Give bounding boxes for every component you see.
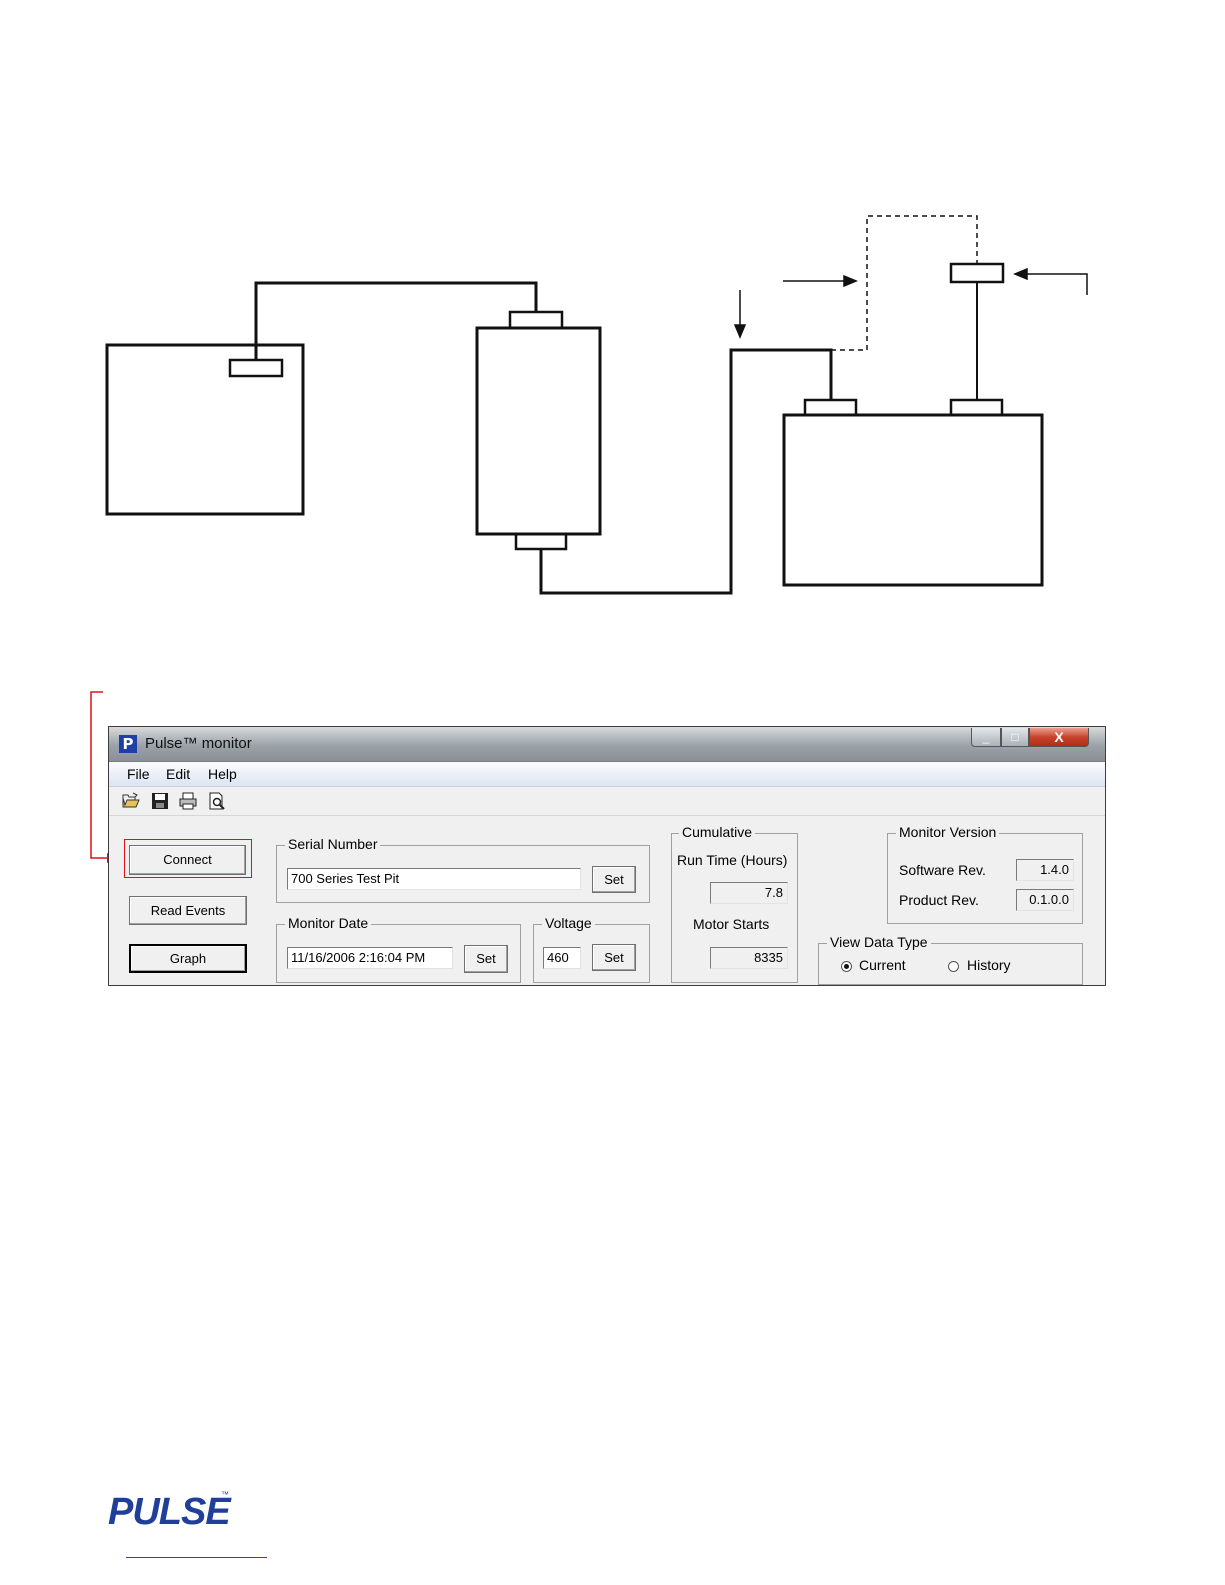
serial-number-group: Serial Number 700 Series Test Pit Set [276, 836, 650, 903]
app-icon: P [119, 735, 137, 753]
radio-history-label[interactable]: History [967, 957, 1011, 973]
view-data-type-group: View Data Type Current History [818, 934, 1083, 985]
pulse-monitor-window: P Pulse™ monitor _ □ X File Edit Help [108, 726, 1106, 986]
connect-button[interactable]: Connect [129, 845, 246, 875]
radio-current[interactable] [841, 961, 852, 972]
voltage-input[interactable]: 460 [543, 947, 581, 969]
monitor-date-group: Monitor Date 11/16/2006 2:16:04 PM Set [276, 915, 521, 983]
radio-current-label[interactable]: Current [859, 957, 906, 973]
menu-file[interactable]: File [127, 766, 150, 782]
cable-left-to-middle [254, 281, 538, 360]
menu-bar: File Edit Help [109, 762, 1105, 787]
device-box-left [105, 343, 305, 516]
cumulative-group: Cumulative Run Time (Hours) 7.8 Motor St… [671, 824, 798, 983]
monitor-date-set-button[interactable]: Set [464, 945, 508, 973]
device-box-right [782, 413, 1044, 587]
view-data-type-legend: View Data Type [827, 934, 931, 950]
svg-text:™: ™ [221, 1490, 229, 1499]
serial-number-set-button[interactable]: Set [592, 866, 636, 893]
software-rev-value: 1.4.0 [1016, 859, 1074, 881]
toolbar [109, 787, 1105, 816]
serial-number-input[interactable]: 700 Series Test Pit [287, 868, 581, 890]
connect-highlight [124, 839, 252, 878]
cable-middle-to-right [539, 348, 833, 595]
run-time-value: 7.8 [710, 882, 788, 904]
radio-history[interactable] [948, 961, 959, 972]
graph-button[interactable]: Graph [129, 944, 247, 973]
monitor-date-legend: Monitor Date [285, 915, 372, 931]
read-events-button[interactable]: Read Events [129, 896, 247, 925]
minimize-button[interactable]: _ [971, 728, 1001, 747]
pulse-logo: PULSE ™ [108, 1487, 238, 1536]
voltage-set-button[interactable]: Set [592, 944, 636, 971]
product-rev-label: Product Rev. [899, 892, 979, 908]
save-icon[interactable] [151, 792, 169, 810]
arrowhead-right [843, 274, 858, 288]
window-title: Pulse™ monitor [145, 735, 252, 752]
pulse-logo-graphic: PULSE ™ [108, 1490, 233, 1533]
svg-text:PULSE: PULSE [108, 1491, 232, 1531]
voltage-legend: Voltage [542, 915, 595, 931]
cumulative-legend: Cumulative [679, 824, 756, 840]
run-time-label: Run Time (Hours) [677, 852, 788, 868]
motor-starts-label: Motor Starts [693, 916, 770, 932]
monitor-version-legend: Monitor Version [896, 824, 1000, 840]
menu-help[interactable]: Help [208, 766, 237, 782]
menu-edit[interactable]: Edit [166, 766, 191, 782]
close-button[interactable]: X [1029, 728, 1089, 747]
open-folder-icon[interactable] [122, 792, 140, 810]
print-icon[interactable] [179, 792, 197, 810]
maximize-button[interactable]: □ [1001, 728, 1029, 747]
software-rev-label: Software Rev. [899, 862, 986, 878]
title-bar[interactable]: P Pulse™ monitor _ □ X [109, 727, 1105, 762]
wiring-diagram [105, 215, 1088, 595]
monitor-version-group: Monitor Version Software Rev. 1.4.0 Prod… [887, 824, 1083, 924]
voltage-group: Voltage 460 Set [533, 915, 650, 983]
footer-link-underline[interactable] [126, 1557, 267, 1558]
product-rev-value: 0.1.0.0 [1016, 889, 1074, 911]
arrowhead-down [733, 324, 747, 339]
serial-number-legend: Serial Number [285, 836, 381, 852]
motor-starts-value: 8335 [710, 947, 788, 969]
arrowhead-left [1013, 267, 1028, 281]
print-preview-icon[interactable] [208, 792, 226, 810]
monitor-date-input[interactable]: 11/16/2006 2:16:04 PM [287, 947, 453, 969]
